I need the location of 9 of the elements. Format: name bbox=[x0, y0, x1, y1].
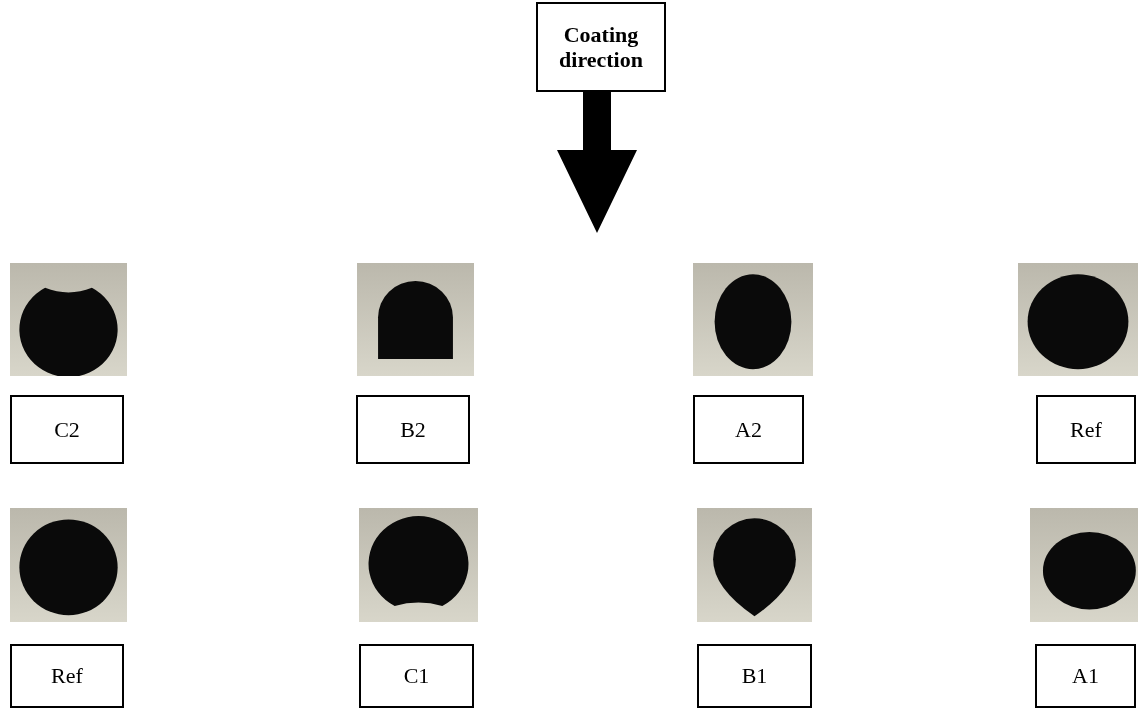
sample-label-box: Ref bbox=[1036, 395, 1136, 464]
sample-label-box: A1 bbox=[1035, 644, 1136, 708]
sample-label-box: C2 bbox=[10, 395, 124, 464]
sample-label-box: C1 bbox=[359, 644, 474, 708]
label-box: Coating direction bbox=[536, 2, 666, 92]
sample-label-box: Ref bbox=[10, 644, 124, 708]
sample-label-box: B1 bbox=[697, 644, 812, 708]
sample-label-box: A2 bbox=[693, 395, 804, 464]
sample-label-box: B2 bbox=[356, 395, 470, 464]
